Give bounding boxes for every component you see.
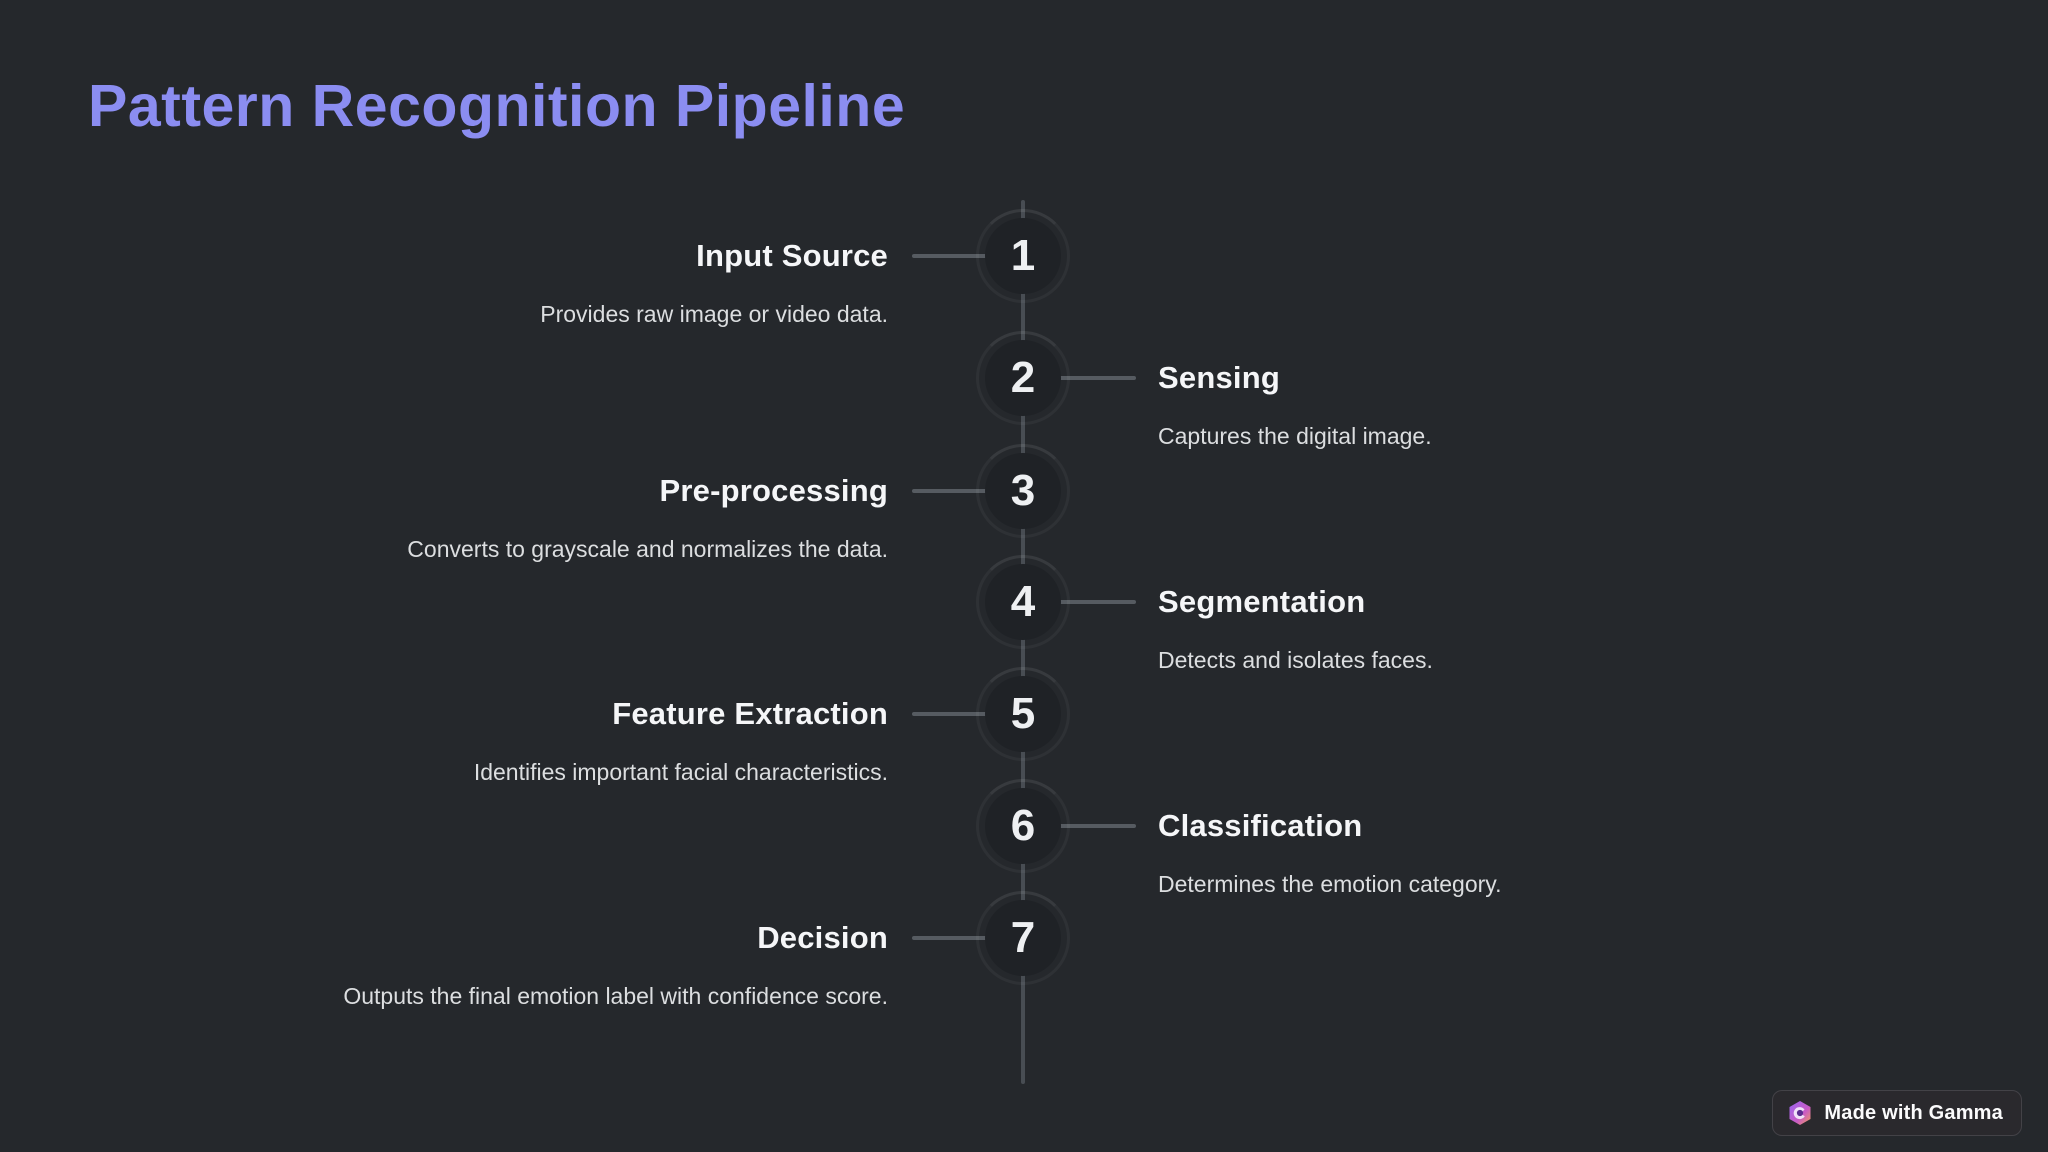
- step-number: 1: [1010, 231, 1036, 280]
- step-description: Captures the digital image.: [1158, 423, 1432, 449]
- step-number-node: 4: [976, 555, 1070, 649]
- step-title: Pre-processing: [659, 473, 888, 508]
- step-item: Input Source Provides raw image or video…: [88, 234, 888, 330]
- gamma-logo-icon: [1789, 1101, 1811, 1125]
- step-connector: [1052, 600, 1136, 604]
- step-description: Provides raw image or video data.: [540, 301, 888, 327]
- made-with-gamma-badge[interactable]: Made with Gamma: [1772, 1090, 2022, 1136]
- page-title: Pattern Recognition Pipeline: [88, 73, 906, 139]
- step-number: 4: [1010, 577, 1036, 626]
- step-connector: [1052, 824, 1136, 828]
- step-connector: [912, 489, 996, 493]
- step-title: Decision: [757, 920, 888, 955]
- step-item: Classification Determines the emotion ca…: [1158, 804, 1958, 900]
- step-number: 7: [1010, 913, 1036, 962]
- step-item: Pre-processing Converts to grayscale and…: [88, 469, 888, 565]
- timeline-spine: [1021, 200, 1025, 1084]
- step-number: 6: [1010, 801, 1036, 850]
- step-number: 5: [1010, 689, 1036, 738]
- badge-label: Made with Gamma: [1824, 1101, 2003, 1124]
- step-item: Decision Outputs the final emotion label…: [88, 916, 888, 1012]
- step-connector: [912, 712, 996, 716]
- step-title: Input Source: [696, 238, 888, 273]
- step-description: Outputs the final emotion label with con…: [343, 983, 888, 1009]
- step-description: Detects and isolates faces.: [1158, 647, 1433, 673]
- step-number: 3: [1010, 466, 1036, 515]
- step-number-node: 1: [976, 209, 1070, 303]
- step-title: Classification: [1158, 808, 1363, 843]
- step-number-node: 7: [976, 891, 1070, 985]
- step-connector: [912, 936, 996, 940]
- step-connector: [912, 254, 996, 258]
- step-title: Sensing: [1158, 360, 1280, 395]
- step-connector: [1052, 376, 1136, 380]
- step-description: Converts to grayscale and normalizes the…: [407, 536, 888, 562]
- step-number-node: 2: [976, 331, 1070, 425]
- step-title: Feature Extraction: [612, 696, 888, 731]
- step-description: Identifies important facial characterist…: [473, 759, 888, 785]
- step-number-node: 6: [976, 779, 1070, 873]
- step-description: Determines the emotion category.: [1158, 871, 1502, 897]
- step-item: Sensing Captures the digital image.: [1158, 356, 1958, 452]
- step-number: 2: [1010, 353, 1036, 402]
- step-item: Feature Extraction Identifies important …: [88, 692, 888, 788]
- step-title: Segmentation: [1158, 584, 1366, 619]
- step-number-node: 5: [976, 667, 1070, 761]
- step-number-node: 3: [976, 444, 1070, 538]
- step-item: Segmentation Detects and isolates faces.: [1158, 580, 1958, 676]
